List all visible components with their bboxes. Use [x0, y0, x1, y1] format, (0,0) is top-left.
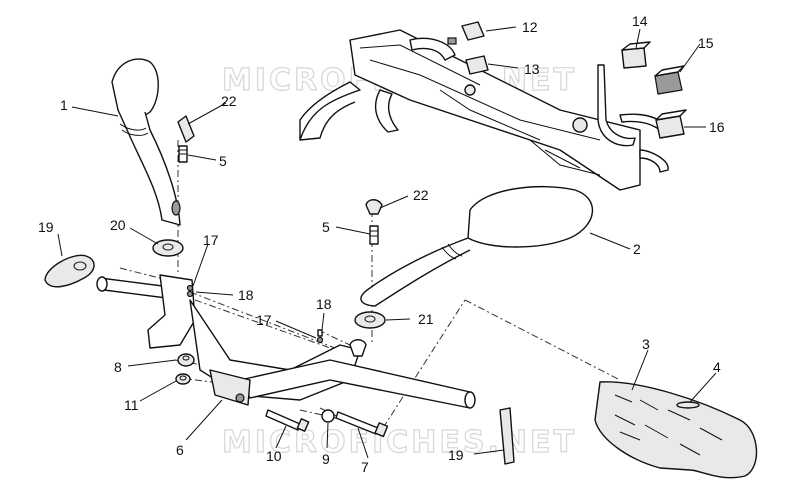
callout-14: 14 — [632, 13, 648, 29]
callout-15: 15 — [698, 35, 714, 51]
callout-17-left: 17 — [203, 232, 219, 248]
callout-labels: 1 2 3 4 5 5 6 7 8 9 10 11 12 13 14 15 16… — [38, 13, 725, 475]
left-mirror-adaptor — [177, 115, 195, 163]
callout-22-right: 22 — [413, 187, 429, 203]
relay-16 — [655, 109, 687, 139]
callout-16: 16 — [709, 119, 725, 135]
switch-12 — [447, 21, 485, 45]
callout-13: 13 — [524, 61, 540, 77]
screw-17-18-right — [316, 329, 324, 344]
callout-9: 9 — [322, 451, 330, 467]
callout-3: 3 — [642, 336, 650, 352]
callout-18-left: 18 — [238, 287, 254, 303]
callout-18-right: 18 — [316, 296, 332, 312]
callout-4: 4 — [713, 359, 721, 375]
leader-lines — [57, 26, 717, 459]
relay-15 — [654, 65, 685, 95]
bar-end-left — [44, 254, 95, 288]
left-mirror — [111, 58, 181, 226]
callout-1: 1 — [60, 97, 68, 113]
right-mirror-adaptor — [365, 199, 383, 245]
spacer-8 — [177, 353, 195, 367]
callout-11: 11 — [124, 397, 139, 413]
connector-13 — [465, 55, 489, 75]
bolt-10 — [265, 409, 310, 432]
bolt-7 — [335, 411, 389, 438]
relay-14 — [621, 41, 651, 69]
washer-20 — [152, 239, 184, 257]
callout-6: 6 — [176, 442, 184, 458]
callout-22-left: 22 — [221, 93, 237, 109]
handlebar-assembly — [96, 274, 476, 409]
frame-wiring-assembly — [299, 29, 669, 191]
callout-5-right: 5 — [322, 219, 330, 235]
handlebar-cover — [594, 381, 758, 479]
right-mirror — [360, 185, 594, 307]
callout-19-left: 19 — [38, 219, 54, 235]
nut-11 — [175, 373, 191, 385]
callout-20: 20 — [110, 217, 126, 233]
callout-12: 12 — [522, 19, 538, 35]
bar-end-right — [499, 407, 515, 465]
callout-21: 21 — [418, 311, 434, 327]
callout-19-right: 19 — [448, 447, 464, 463]
washer-21 — [354, 311, 386, 329]
callout-7: 7 — [361, 459, 369, 475]
callout-10: 10 — [266, 448, 282, 464]
callout-2: 2 — [633, 241, 641, 257]
badge-4 — [676, 401, 700, 409]
o-ring-9 — [321, 409, 335, 423]
callout-8: 8 — [114, 359, 122, 375]
screw-17-18-left — [186, 284, 194, 298]
watermark-bottom: MICROFICHES.NET — [222, 425, 577, 460]
callout-17-right: 17 — [256, 312, 272, 328]
callout-5-left: 5 — [219, 153, 227, 169]
